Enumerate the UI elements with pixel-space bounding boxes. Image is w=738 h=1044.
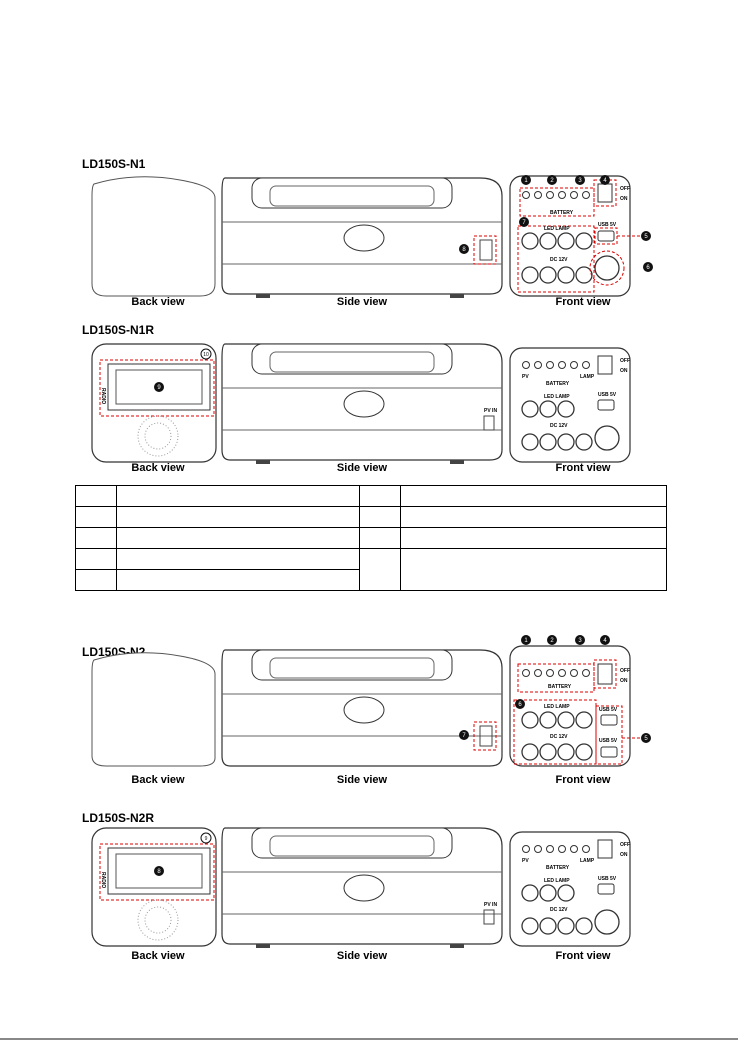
back-view-panel: RADIO 8 9 xyxy=(91,827,217,947)
back-view-caption: Back view xyxy=(131,950,185,962)
front-view-caption: Front view xyxy=(555,950,611,962)
svg-text:10: 10 xyxy=(203,352,209,358)
svg-text:RADIO: RADIO xyxy=(100,388,106,404)
svg-text:USB 5V: USB 5V xyxy=(599,707,618,713)
front-view-panel: PV LAMP BATTERY OFF ON LED LAMP DC 12V U… xyxy=(509,831,631,947)
svg-text:2: 2 xyxy=(550,638,554,644)
svg-text:LAMP: LAMP xyxy=(580,374,595,380)
back-view-caption: Back view xyxy=(131,774,185,786)
svg-text:9: 9 xyxy=(157,385,161,391)
back-view-panel xyxy=(91,176,216,297)
table-row xyxy=(75,506,667,528)
svg-text:4: 4 xyxy=(603,178,607,184)
model-title: LD150S-N1 xyxy=(82,157,146,171)
svg-text:5: 5 xyxy=(644,736,648,742)
svg-text:LED LAMP: LED LAMP xyxy=(544,394,570,400)
model-title: LD150S-N2R xyxy=(82,811,155,825)
svg-text:USB 5V: USB 5V xyxy=(598,876,617,882)
svg-text:ON: ON xyxy=(620,368,628,374)
svg-text:5: 5 xyxy=(644,234,648,240)
front-view-panel: BATTERY OFF ON LED LAMP DC 12V USB 5V US… xyxy=(509,635,651,767)
side-view-panel: PV IN xyxy=(221,343,503,464)
page-footer-rule xyxy=(0,1038,738,1040)
svg-text:OFF: OFF xyxy=(620,358,630,364)
svg-text:BATTERY: BATTERY xyxy=(546,381,570,387)
svg-text:USB 5V: USB 5V xyxy=(598,392,617,398)
svg-text:BATTERY: BATTERY xyxy=(550,210,574,216)
svg-text:1: 1 xyxy=(524,178,528,184)
svg-text:6: 6 xyxy=(646,265,650,271)
svg-text:OFF: OFF xyxy=(620,186,630,192)
svg-text:LED LAMP: LED LAMP xyxy=(544,226,570,232)
table-row xyxy=(75,548,667,591)
svg-text:7: 7 xyxy=(522,220,526,226)
side-view-caption: Side view xyxy=(336,774,388,786)
side-view-panel: 8 xyxy=(221,177,503,298)
front-view-caption: Front view xyxy=(555,462,611,474)
svg-text:PV: PV xyxy=(522,374,529,380)
svg-text:2: 2 xyxy=(550,178,554,184)
svg-text:9: 9 xyxy=(205,836,208,842)
svg-text:OFF: OFF xyxy=(620,668,630,674)
svg-text:RADIO: RADIO xyxy=(100,872,106,888)
svg-text:LAMP: LAMP xyxy=(580,858,595,864)
front-view-panel: PV LAMP BATTERY OFF ON LED LAMP DC 12V U… xyxy=(509,347,631,463)
svg-text:7: 7 xyxy=(462,733,466,739)
front-view-caption: Front view xyxy=(555,774,611,786)
svg-text:6: 6 xyxy=(518,702,522,708)
device-views-n1: 8 OFF ON BATTERY LED LAMP DC 12V USB 5V … xyxy=(91,175,653,298)
svg-text:OFF: OFF xyxy=(620,842,630,848)
svg-text:3: 3 xyxy=(578,638,582,644)
svg-text:USB 5V: USB 5V xyxy=(599,738,618,744)
device-views-n1r: RADIO 9 10 PV IN PV LAMP BATTERY OFF ON … xyxy=(91,343,631,464)
parts-table xyxy=(75,485,667,591)
svg-text:4: 4 xyxy=(603,638,607,644)
table-row xyxy=(75,485,667,507)
svg-text:DC 12V: DC 12V xyxy=(550,257,568,263)
back-view-panel: RADIO 9 10 xyxy=(91,343,217,463)
svg-text:1: 1 xyxy=(524,638,528,644)
side-view-panel: PV IN xyxy=(221,827,503,948)
device-views-n2: 7 BATTERY OFF ON LED LAMP DC 12V USB 5V … xyxy=(91,635,651,767)
svg-text:PV: PV xyxy=(522,858,529,864)
back-view-panel xyxy=(91,652,216,767)
svg-text:PV IN: PV IN xyxy=(484,902,497,908)
svg-text:ON: ON xyxy=(620,852,628,858)
svg-text:BATTERY: BATTERY xyxy=(548,684,572,690)
svg-text:ON: ON xyxy=(620,196,628,202)
svg-text:DC 12V: DC 12V xyxy=(550,734,568,740)
model-title: LD150S-N1R xyxy=(82,323,155,337)
svg-text:ON: ON xyxy=(620,678,628,684)
side-view-caption: Side view xyxy=(336,950,388,962)
table-row xyxy=(75,527,667,549)
svg-text:LED LAMP: LED LAMP xyxy=(544,878,570,884)
side-view-caption: Side view xyxy=(336,296,388,308)
device-views-n2r: RADIO 8 9 PV IN PV LAMP BATTERY OFF ON L… xyxy=(91,827,631,948)
side-view-panel: 7 xyxy=(221,649,503,767)
side-view-caption: Side view xyxy=(336,462,388,474)
svg-text:3: 3 xyxy=(578,178,582,184)
back-view-caption: Back view xyxy=(131,296,185,308)
svg-text:8: 8 xyxy=(462,247,466,253)
svg-text:PV IN: PV IN xyxy=(484,408,497,414)
svg-text:BATTERY: BATTERY xyxy=(546,865,570,871)
front-view-caption: Front view xyxy=(555,296,611,308)
front-view-panel: OFF ON BATTERY LED LAMP DC 12V USB 5V 1 … xyxy=(509,175,653,297)
svg-text:DC 12V: DC 12V xyxy=(550,907,568,913)
table-row xyxy=(75,569,667,591)
svg-text:LED LAMP: LED LAMP xyxy=(544,704,570,710)
svg-text:DC 12V: DC 12V xyxy=(550,423,568,429)
svg-text:USB 5V: USB 5V xyxy=(598,222,617,228)
svg-text:8: 8 xyxy=(157,869,161,875)
back-view-caption: Back view xyxy=(131,462,185,474)
